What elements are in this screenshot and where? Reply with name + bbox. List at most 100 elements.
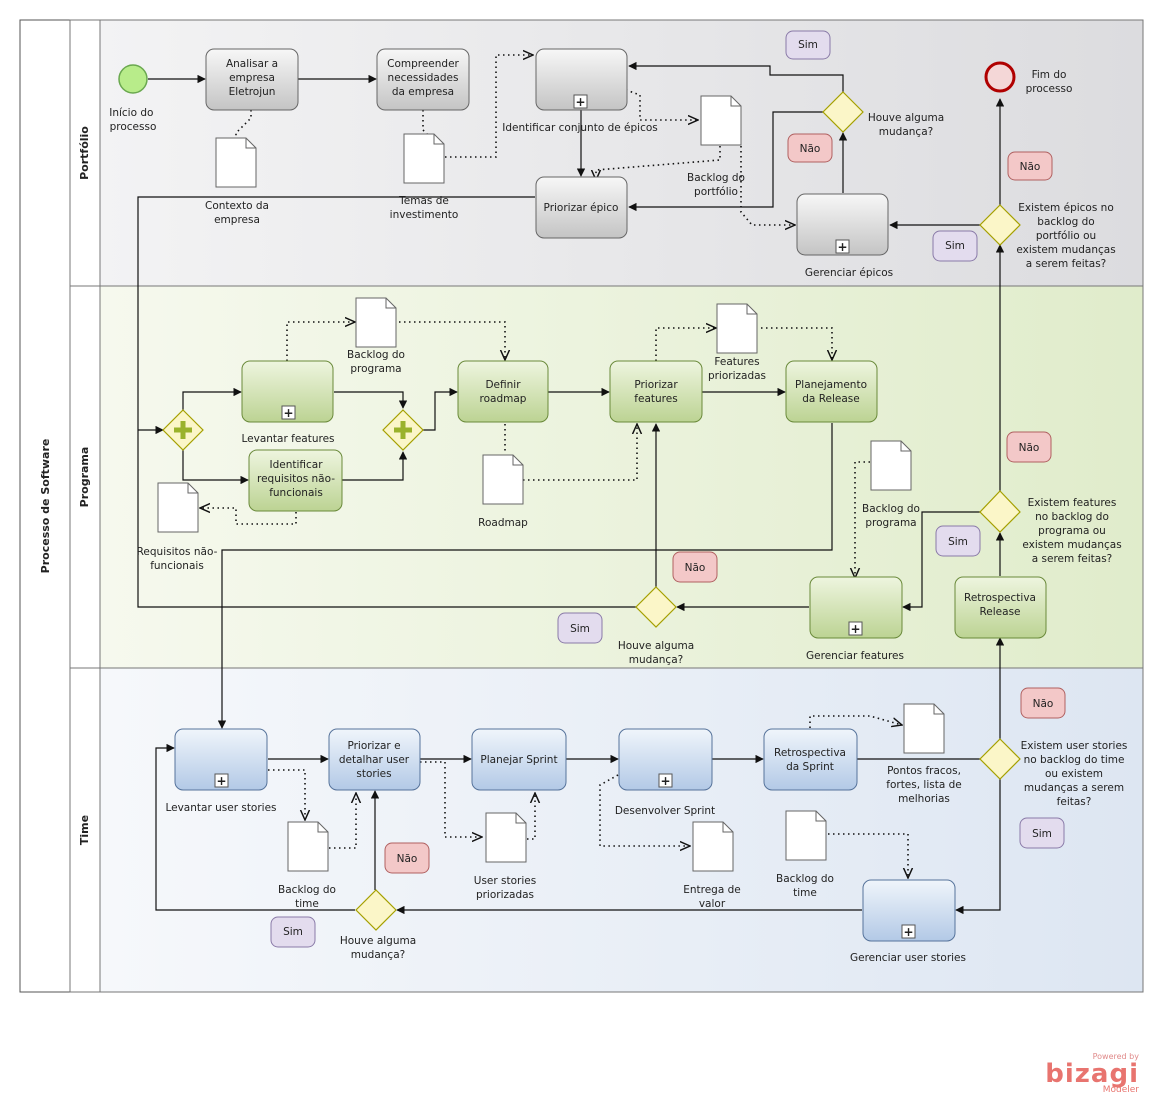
svg-text:Não: Não bbox=[800, 143, 821, 155]
subprocess-gerenciar-features-label: Gerenciar features bbox=[806, 650, 904, 662]
artifact-us-priorizadas[interactable] bbox=[485, 812, 527, 863]
svg-text:Priorizar épico: Priorizar épico bbox=[544, 202, 619, 214]
artifact-roadmap[interactable] bbox=[482, 454, 524, 505]
svg-text:Sim: Sim bbox=[948, 536, 968, 548]
subprocess-marker-icon: + bbox=[660, 774, 670, 788]
subprocess-gerenciar-us-label: Gerenciar user stories bbox=[850, 952, 966, 964]
artifact-entrega-valor[interactable] bbox=[692, 821, 734, 872]
subprocess-marker-icon: + bbox=[903, 925, 913, 939]
badge-sim-5: Sim bbox=[1019, 817, 1065, 849]
badge-sim-1: Sim bbox=[785, 30, 831, 60]
badge-sim-3: Sim bbox=[935, 525, 981, 557]
artifact-temas[interactable] bbox=[403, 133, 445, 184]
gateway-mudanca-portfolio[interactable] bbox=[822, 91, 864, 133]
subprocess-levantar-us[interactable]: + bbox=[174, 728, 268, 791]
task-priorizar-epico[interactable]: Priorizar épico bbox=[535, 176, 628, 239]
artifact-requisitos-label: Requisitos não-funcionais bbox=[137, 546, 218, 572]
subprocess-desenvolver-sprint-label: Desenvolver Sprint bbox=[615, 805, 715, 817]
badge-sim-6: Sim bbox=[270, 916, 316, 948]
gateway-us-backlog[interactable] bbox=[979, 738, 1021, 780]
end-event[interactable] bbox=[984, 61, 1016, 93]
artifact-requisitos[interactable] bbox=[157, 482, 199, 533]
badge-nao-6: Não bbox=[384, 842, 430, 874]
svg-text:Não: Não bbox=[1020, 161, 1041, 173]
start-event[interactable] bbox=[118, 64, 148, 94]
badge-nao-3: Não bbox=[1006, 431, 1052, 463]
svg-text:Não: Não bbox=[1033, 698, 1054, 710]
start-event-label: Início do processo bbox=[109, 107, 157, 133]
svg-text:Sim: Sim bbox=[945, 240, 965, 252]
associations bbox=[200, 55, 908, 878]
gateway-mudanca-time[interactable] bbox=[355, 889, 397, 931]
subprocess-marker-icon: + bbox=[837, 240, 847, 254]
artifact-features-priorizadas[interactable] bbox=[716, 303, 758, 354]
subprocess-levantar-features-label: Levantar features bbox=[241, 433, 334, 445]
gateway-mudanca-programa[interactable] bbox=[635, 586, 677, 628]
gateway-epicos-backlog[interactable] bbox=[979, 204, 1021, 246]
pool-title: Processo de Software bbox=[39, 439, 52, 574]
artifact-contexto[interactable] bbox=[215, 137, 257, 188]
artifact-backlog-portfolio[interactable] bbox=[700, 95, 742, 146]
svg-text:Sim: Sim bbox=[283, 926, 303, 938]
subprocess-gerenciar-us[interactable]: + bbox=[862, 879, 956, 942]
artifact-roadmap-label: Roadmap bbox=[478, 517, 528, 529]
gateway-features-backlog[interactable] bbox=[979, 490, 1021, 533]
subprocess-identificar-epicos[interactable]: + bbox=[535, 48, 628, 111]
svg-text:Não: Não bbox=[397, 853, 418, 865]
start-label-l2: processo bbox=[110, 121, 157, 133]
badge-sim-4: Sim bbox=[557, 612, 603, 644]
parallel-gateway-join[interactable] bbox=[382, 409, 424, 451]
subprocess-desenvolver-sprint[interactable]: + bbox=[618, 728, 713, 791]
badge-nao-1: Não bbox=[787, 133, 833, 163]
artifact-backlog-time-2[interactable] bbox=[785, 810, 827, 861]
task-planejar-sprint[interactable]: Planejar Sprint bbox=[471, 728, 567, 791]
subprocess-identificar-epicos-label: Identificar conjunto de épicos bbox=[502, 122, 658, 134]
svg-text:Não: Não bbox=[1019, 442, 1040, 454]
parallel-gateway-split[interactable] bbox=[162, 409, 204, 451]
subprocess-marker-icon: + bbox=[575, 95, 585, 109]
svg-text:Não: Não bbox=[685, 562, 706, 574]
badge-sim-2: Sim bbox=[932, 230, 978, 262]
artifact-backlog-programa-2[interactable] bbox=[870, 440, 912, 491]
subprocess-levantar-features[interactable]: + bbox=[241, 360, 334, 423]
lane-time: Time bbox=[69, 667, 1144, 993]
badge-nao-4: Não bbox=[672, 551, 718, 583]
artifact-pontos-fracos[interactable] bbox=[903, 703, 945, 754]
subprocess-marker-icon: + bbox=[283, 406, 293, 420]
sequence-flows bbox=[137, 61, 1005, 915]
brand-powered: Powered by bbox=[1092, 1052, 1139, 1061]
artifact-backlog-time-1[interactable] bbox=[287, 821, 329, 872]
artifact-backlog-programa-1[interactable] bbox=[355, 297, 397, 348]
subprocess-gerenciar-features[interactable]: + bbox=[809, 576, 903, 639]
subprocess-gerenciar-epicos[interactable]: + bbox=[796, 193, 889, 256]
